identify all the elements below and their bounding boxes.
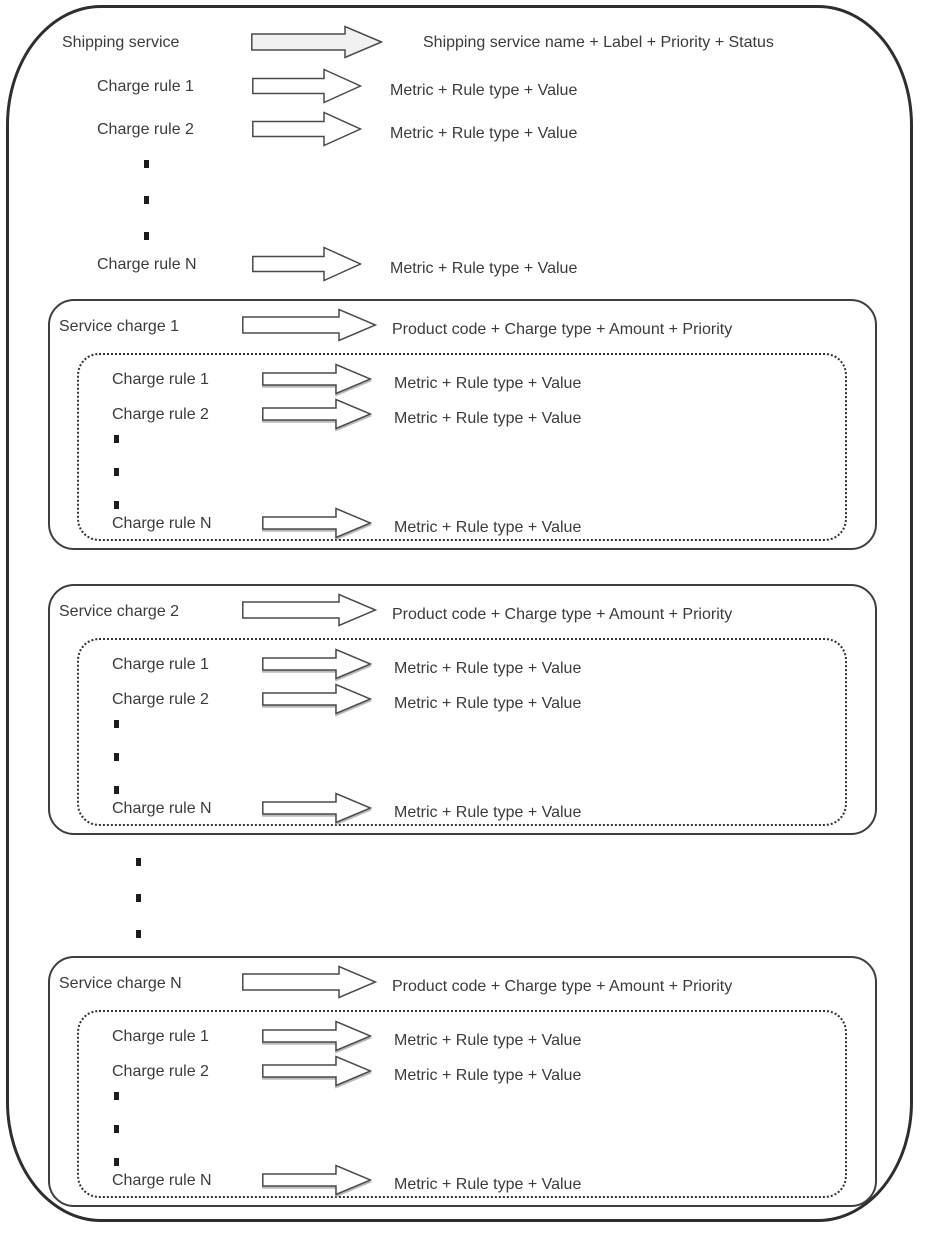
charge-rule-2-detail: Metric + Rule type + Value [394,410,582,427]
service-charge-2-label: Service charge 2 [59,603,180,620]
shipping-service-label: Shipping service [62,34,180,51]
service-charge-n-detail: Product code + Charge type + Amount + Pr… [392,978,733,995]
arrow-right-icon [262,363,372,395]
ellipsis-dot [114,753,119,761]
service-charge-1-box: Service charge 1 Product code + Charge t… [48,299,877,550]
charge-rule-1-detail: Metric + Rule type + Value [394,375,582,392]
ellipsis-dot [114,1092,119,1100]
charge-rule-2-label: Charge rule 2 [112,1063,209,1080]
ellipsis-dot [114,1158,119,1166]
charge-rule-n-label: Charge rule N [112,515,212,532]
charge-rule-1-label: Charge rule 1 [112,656,209,673]
arrow-right-icon [251,25,383,59]
charge-rule-n-label: Charge rule N [112,800,212,817]
service-charge-1-label: Service charge 1 [59,318,180,335]
ellipsis-dot [114,501,119,509]
ellipsis-dot [114,720,119,728]
top-charge-rule-n-detail: Metric + Rule type + Value [390,260,578,277]
charge-rule-2-detail: Metric + Rule type + Value [394,1067,582,1084]
ellipsis-dot [114,1125,119,1133]
arrow-right-icon [262,398,372,430]
arrow-right-icon [242,593,377,627]
charge-rule-2-label: Charge rule 2 [112,406,209,423]
arrow-right-icon [252,111,362,147]
top-charge-rule-1-label: Charge rule 1 [97,78,194,95]
service-charge-2-rules-box [77,638,847,826]
service-charge-n-box: Service charge N Product code + Charge t… [48,956,877,1207]
ellipsis-dot [114,468,119,476]
charge-rule-1-label: Charge rule 1 [112,1028,209,1045]
ellipsis-dot [136,894,141,902]
arrow-right-icon [262,1164,372,1196]
charge-rule-1-label: Charge rule 1 [112,371,209,388]
ellipsis-dot [144,160,149,168]
ellipsis-dot [136,858,141,866]
arrow-right-icon [252,246,362,282]
charge-rule-n-detail: Metric + Rule type + Value [394,804,582,821]
arrow-right-icon [262,648,372,680]
ellipsis-dot [144,196,149,204]
service-charge-n-rules-box [77,1010,847,1198]
arrow-right-icon [242,965,377,999]
shipping-service-container-box [6,5,913,1222]
arrow-right-icon [242,308,377,342]
arrow-right-icon [262,683,372,715]
arrow-right-icon [262,507,372,539]
service-charge-n-label: Service charge N [59,975,182,992]
arrow-right-icon [252,68,362,104]
ellipsis-dot [114,435,119,443]
top-charge-rule-2-detail: Metric + Rule type + Value [390,125,578,142]
charge-rule-n-detail: Metric + Rule type + Value [394,519,582,536]
arrow-right-icon [262,1055,372,1087]
ellipsis-dot [144,232,149,240]
charge-rule-n-label: Charge rule N [112,1172,212,1189]
charge-rule-2-detail: Metric + Rule type + Value [394,695,582,712]
top-charge-rule-2-label: Charge rule 2 [97,121,194,138]
top-charge-rule-n-label: Charge rule N [97,256,197,273]
ellipsis-dot [114,786,119,794]
charge-rule-1-detail: Metric + Rule type + Value [394,1032,582,1049]
service-charge-1-rules-box [77,353,847,541]
arrow-right-icon [262,792,372,824]
charge-rule-1-detail: Metric + Rule type + Value [394,660,582,677]
charge-rule-2-label: Charge rule 2 [112,691,209,708]
service-charge-2-box: Service charge 2 Product code + Charge t… [48,584,877,835]
top-charge-rule-1-detail: Metric + Rule type + Value [390,82,578,99]
ellipsis-dot [136,930,141,938]
shipping-service-detail: Shipping service name + Label + Priority… [423,34,774,51]
service-charge-2-detail: Product code + Charge type + Amount + Pr… [392,606,733,623]
charge-rule-n-detail: Metric + Rule type + Value [394,1176,582,1193]
arrow-right-icon [262,1020,372,1052]
service-charge-1-detail: Product code + Charge type + Amount + Pr… [392,321,733,338]
